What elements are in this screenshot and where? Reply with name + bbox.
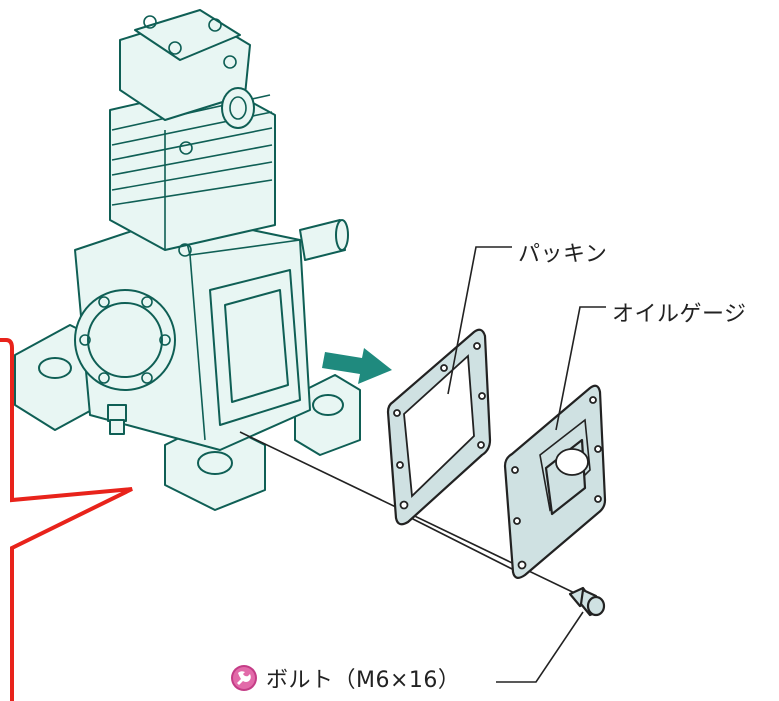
bolt-part [568, 586, 606, 617]
callout-balloon [0, 338, 133, 701]
label-oil-gauge: オイルゲージ [612, 302, 747, 327]
leader-packing [447, 246, 512, 395]
compressor [14, 9, 361, 511]
packing-gasket [386, 328, 492, 526]
arrow-right-icon [322, 348, 392, 384]
assembly-guide-line-2 [404, 514, 521, 574]
leader-oil-gauge [555, 306, 606, 431]
leader-bolt [496, 611, 584, 683]
label-bolt: ボルト（M6×16） [266, 668, 461, 693]
label-packing: パッキン [518, 242, 608, 267]
oil-gauge [503, 384, 607, 579]
wrench-disc-icon[interactable] [230, 664, 258, 692]
